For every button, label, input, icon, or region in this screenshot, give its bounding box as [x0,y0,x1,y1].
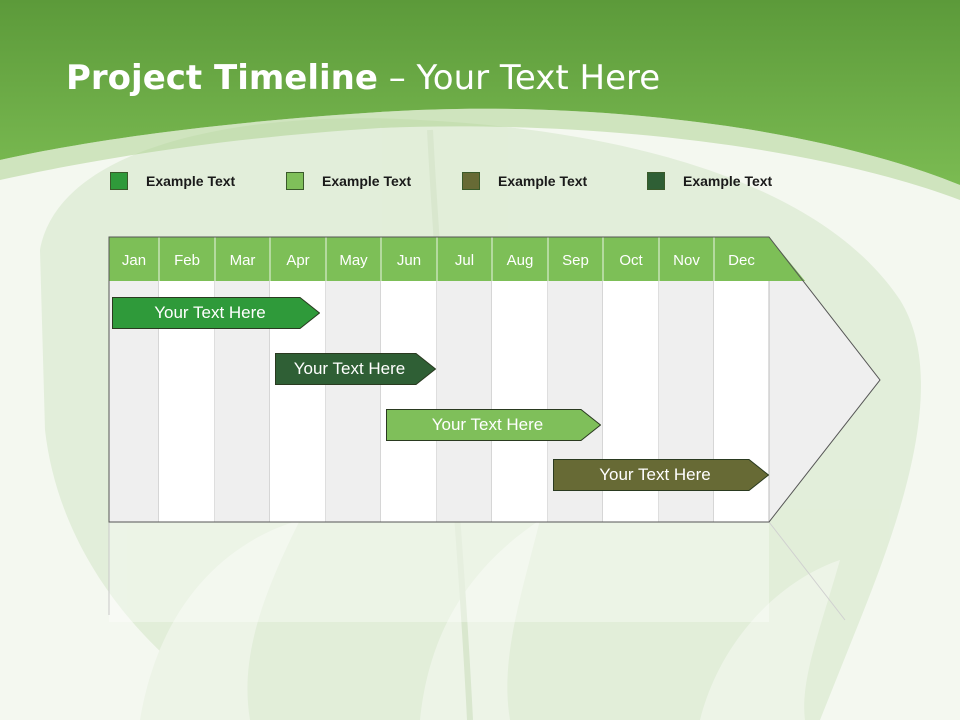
title-bold: Project Timeline [66,58,378,98]
month-label-feb: Feb [174,252,200,269]
month-label-sep: Sep [562,252,589,269]
timeline-bar-2-label: Your Text Here [293,359,406,378]
timeline-bar-3-label: Your Text Here [431,415,544,434]
legend-label-4: Example Text [683,173,773,189]
month-label-aug: Aug [507,252,534,269]
month-label-mar: Mar [230,252,256,269]
timeline-bar-3: Your Text Here [386,409,601,441]
title-rest: – Your Text Here [377,58,661,98]
month-label-nov: Nov [673,252,700,269]
month-column-may [326,281,381,522]
timeline-reflection [108,521,846,622]
month-column-jul [437,281,492,522]
timeline-bar-4: Your Text Here [553,459,769,491]
legend-item-1: Example Text [110,170,235,192]
timeline-bar-1-label: Your Text Here [154,303,266,322]
month-label-apr: Apr [286,252,309,269]
month-label-oct: Oct [619,252,643,269]
month-label-jan: Jan [122,252,146,269]
month-column-aug [492,281,548,522]
page-title: Project Timeline – Your Text Here [66,58,660,98]
legend-item-4: Example Text [647,170,772,192]
legend-swatch-2 [286,172,304,190]
legend-swatch-1 [110,172,128,190]
legend-item-2: Example Text [286,170,411,192]
month-label-may: May [339,252,368,269]
month-label-jul: Jul [455,252,474,269]
legend-label-3: Example Text [498,173,588,189]
legend-swatch-3 [462,172,480,190]
timeline-bar-1: Your Text Here [112,297,320,329]
month-header: Jan Feb Mar Apr May Jun Jul Aug Sep Oct Nov Dec [109,237,805,281]
timeline-arrow-outline [108,236,881,523]
month-label-jun: Jun [397,252,421,269]
legend-item-3: Example Text [462,170,587,192]
timeline-bar-2: Your Text Here [275,353,436,385]
legend-label-2: Example Text [322,173,412,189]
legend-label-1: Example Text [146,173,236,189]
timeline-bar-4-label: Your Text Here [599,465,711,484]
month-column-jun [381,281,437,522]
legend-swatch-4 [647,172,665,190]
month-label-dec: Dec [728,252,755,269]
